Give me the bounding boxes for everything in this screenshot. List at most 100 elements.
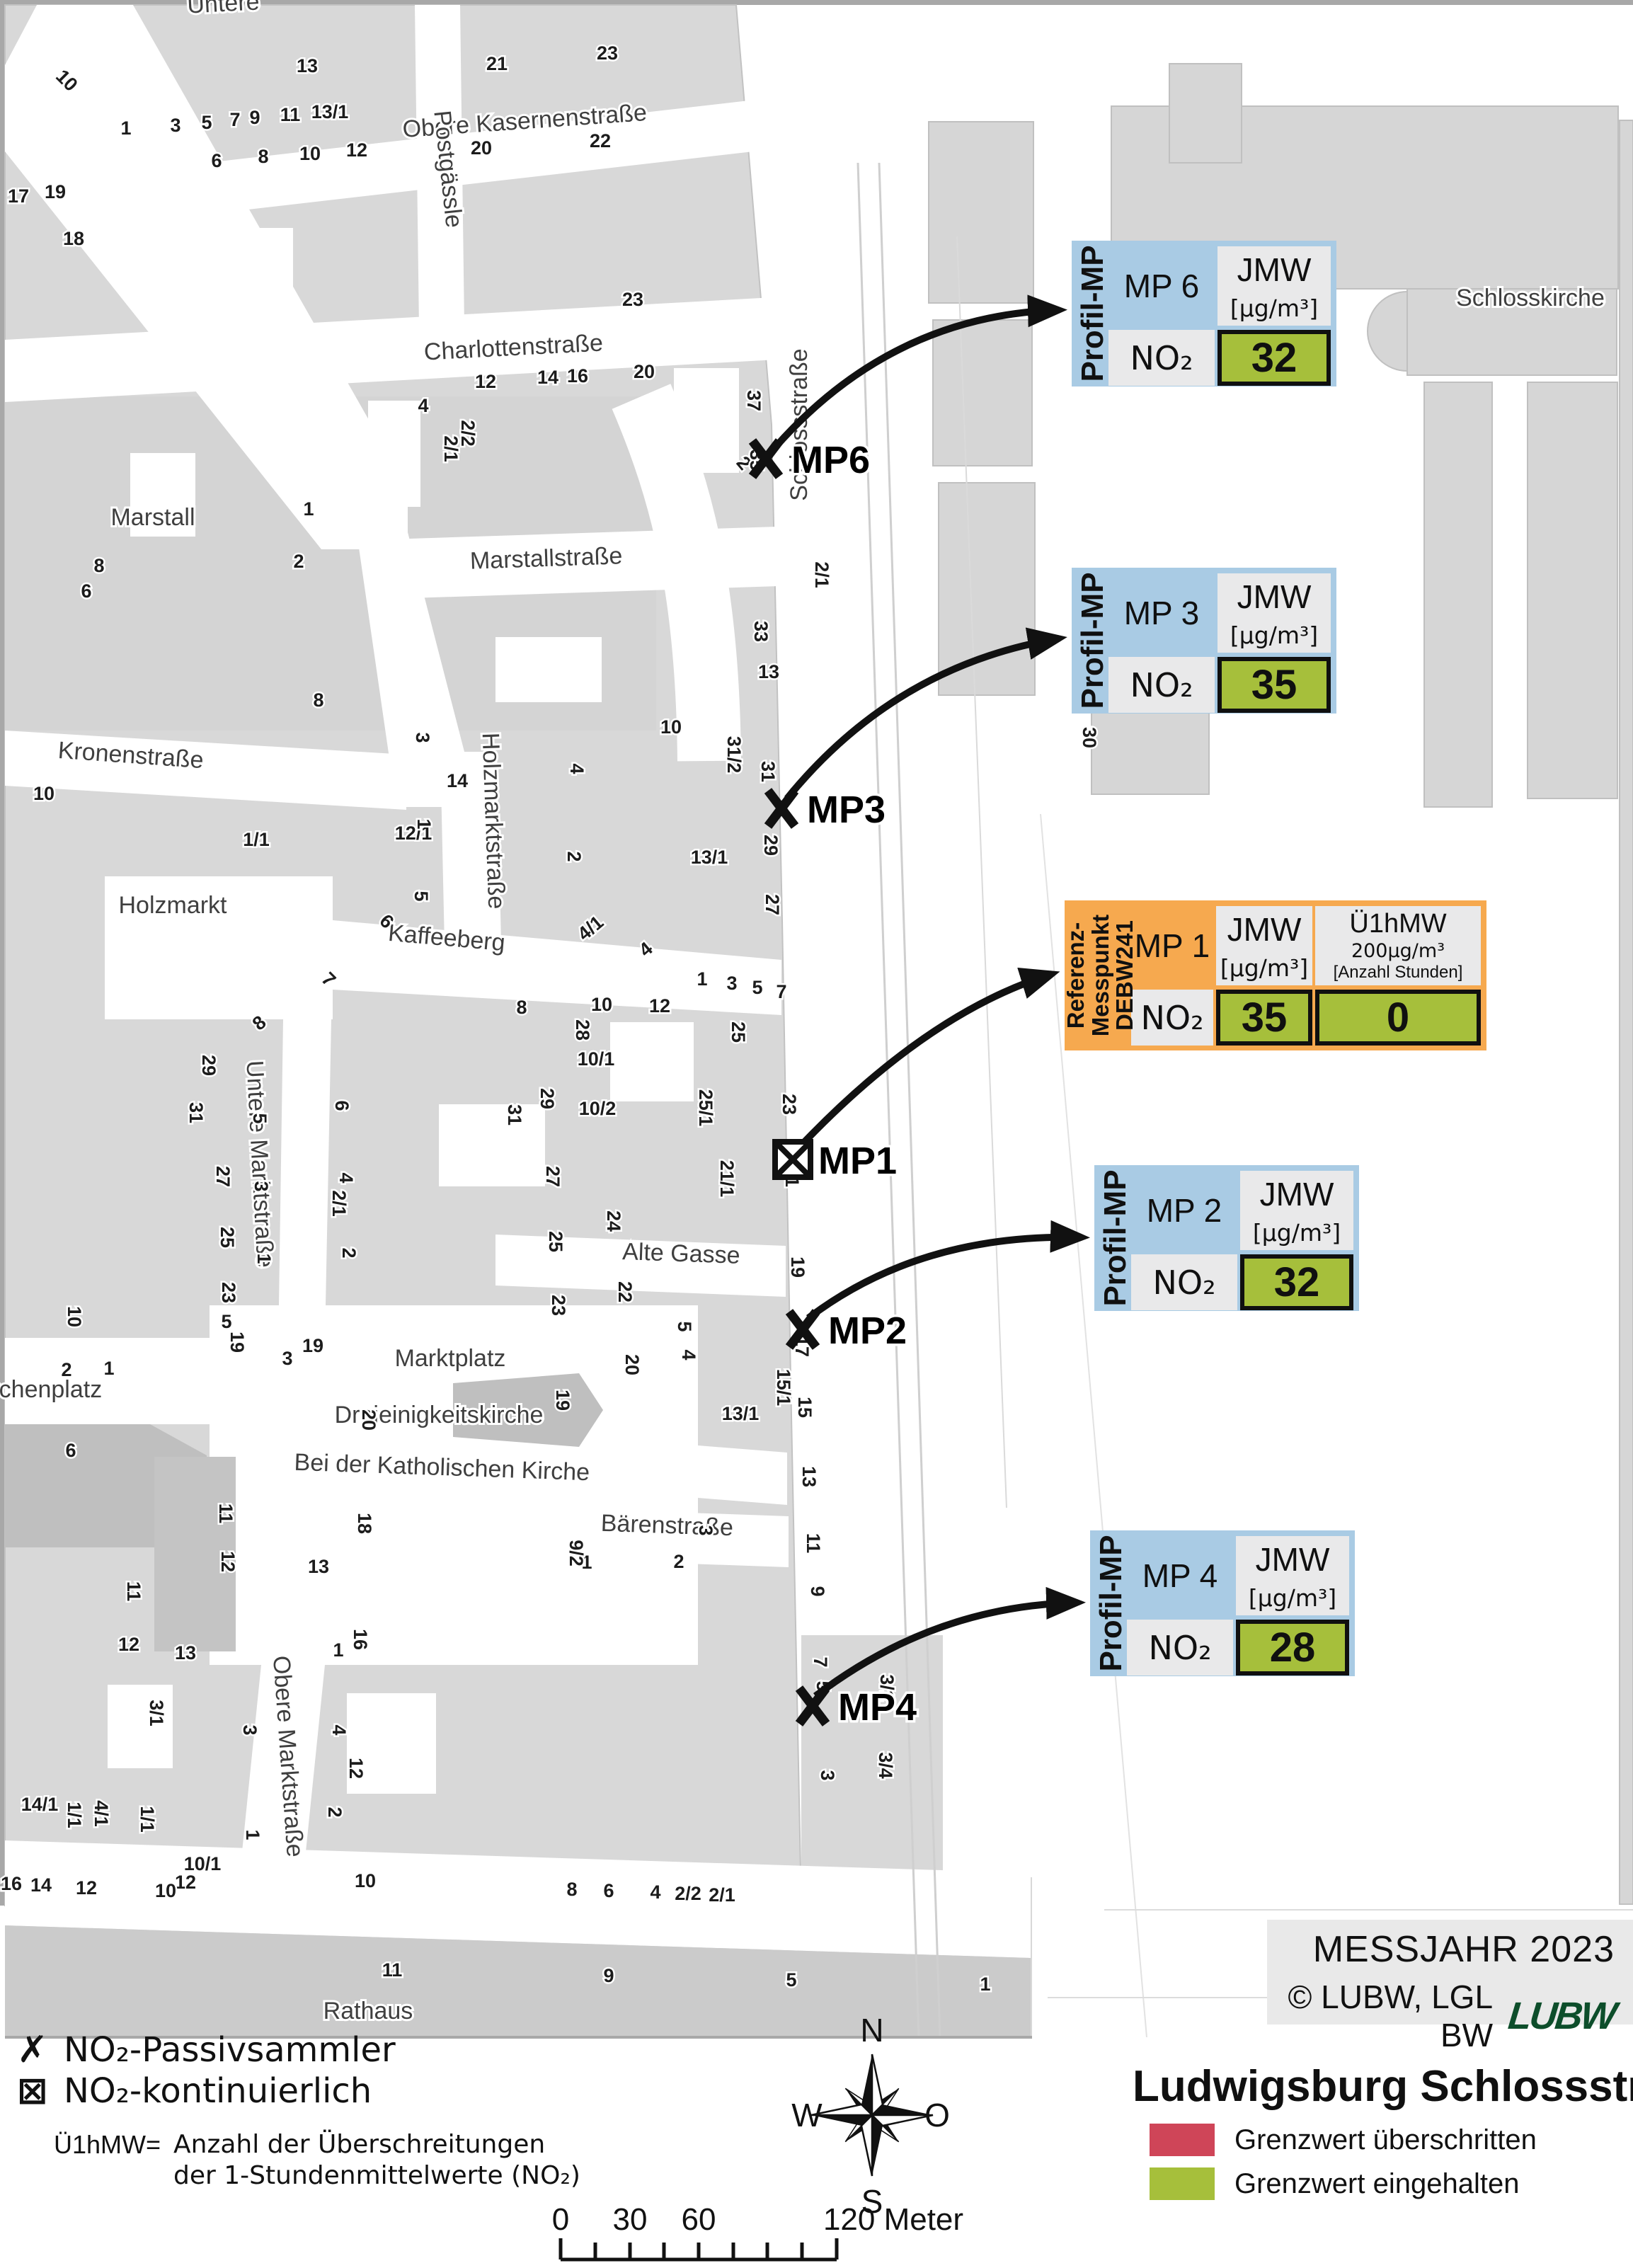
u1hmw-line1: Anzahl der Überschreitungen bbox=[173, 2130, 546, 2159]
house-number: 31 bbox=[185, 1102, 207, 1123]
house-number: 14/1 bbox=[21, 1794, 59, 1815]
house-number: 15/1 bbox=[773, 1369, 794, 1407]
no2-passivsammler-icon bbox=[764, 788, 799, 829]
infobox-mp6-header: Profil-MP bbox=[1075, 245, 1110, 382]
no2-passivsammler-icon bbox=[785, 1309, 820, 1350]
value-cell: 32 bbox=[1217, 330, 1331, 386]
house-number: 28 bbox=[572, 1019, 593, 1041]
house-number: 19 bbox=[45, 181, 66, 202]
house-number: 8 bbox=[566, 1879, 577, 1900]
house-number: 23 bbox=[622, 289, 643, 310]
street-label: Schlosskirche bbox=[1456, 285, 1605, 311]
infobox-mp3-band: Profil-MP bbox=[1075, 572, 1110, 709]
house-number: 25 bbox=[728, 1021, 749, 1043]
house-number: 3 bbox=[817, 1770, 838, 1780]
house-number: 2 bbox=[563, 851, 585, 861]
marker-mp6: MP6 bbox=[748, 437, 873, 484]
house-number: 27 bbox=[762, 894, 783, 915]
house-number: 2/1 bbox=[328, 1190, 350, 1217]
metric-header: JMW [µg/m³] bbox=[1216, 906, 1312, 985]
grenzwert-eingehalten-label: Grenzwert eingehalten bbox=[1234, 2167, 1520, 2199]
marker-mp1: MP1 bbox=[772, 1138, 900, 1185]
green-swatch bbox=[1150, 2167, 1215, 2200]
house-number: 8 bbox=[313, 689, 323, 711]
house-number: 12 bbox=[118, 1634, 139, 1655]
house-number: 8 bbox=[258, 146, 268, 167]
value-cell: 28 bbox=[1236, 1620, 1349, 1676]
streets bbox=[5, 5, 1031, 1958]
house-number: 13 bbox=[308, 1556, 329, 1577]
marker-mp2: MP2 bbox=[785, 1307, 910, 1355]
road-lines bbox=[5, 162, 1633, 2039]
passivsammler-icon: ✗ bbox=[17, 2029, 48, 2071]
house-number: 23 bbox=[218, 1282, 239, 1303]
house-number: 4 bbox=[678, 1349, 699, 1360]
house-number: 13/1 bbox=[691, 847, 728, 868]
arrow-mp6 bbox=[772, 294, 1067, 450]
infobox-mp4-header: Profil-MP bbox=[1094, 1535, 1128, 1672]
house-number: 19 bbox=[227, 1331, 248, 1353]
scale-bar bbox=[558, 2238, 839, 2262]
house-number: 21/1 bbox=[716, 1160, 738, 1198]
house-number: 22 bbox=[614, 1281, 636, 1302]
point-label: MP 2 bbox=[1146, 1192, 1222, 1229]
house-number: 10/1 bbox=[578, 1048, 615, 1070]
point-label: MP 4 bbox=[1142, 1557, 1218, 1594]
house-number: 3 bbox=[695, 1525, 716, 1535]
arrow-mp3 bbox=[784, 627, 1067, 801]
house-number: 7 bbox=[229, 109, 240, 130]
house-number: 10 bbox=[155, 1880, 176, 1901]
house-number: 3/1 bbox=[146, 1700, 167, 1726]
house-number: 11 bbox=[215, 1504, 236, 1524]
house-number: 23 bbox=[548, 1295, 569, 1316]
house-number: 13/1 bbox=[311, 101, 349, 122]
house-number: 14 bbox=[30, 1874, 52, 1896]
value-cell: 32 bbox=[1240, 1254, 1353, 1310]
copyright-label: © LUBW, LGL BW bbox=[1288, 1978, 1494, 2054]
house-number: 37 bbox=[743, 390, 764, 411]
compass-w: W bbox=[791, 2097, 823, 2134]
house-number: 2/2 bbox=[457, 420, 479, 447]
arrow-mp2 bbox=[806, 1220, 1090, 1321]
value2-cell: 0 bbox=[1315, 990, 1481, 1046]
house-number: 19 bbox=[787, 1256, 808, 1278]
house-number: 14 bbox=[537, 367, 558, 388]
legend-kontinuierlich: ⊠ NO₂-kontinuierlich bbox=[17, 2070, 372, 2112]
house-number: 10/2 bbox=[579, 1098, 617, 1119]
grenzwert-ueberschritten-label: Grenzwert überschritten bbox=[1234, 2124, 1537, 2155]
house-number: 2/1 bbox=[440, 435, 462, 462]
house-number: 11 bbox=[803, 1533, 824, 1554]
legend-u1hmw: Ü1hMW= Anzahl der Überschreitungen der 1… bbox=[54, 2129, 580, 2192]
house-number: 2/1 bbox=[709, 1884, 735, 1906]
u1hmw-line2: der 1-Stundenmittelwerte (NO₂) bbox=[173, 2161, 580, 2190]
house-number: 22 bbox=[590, 130, 611, 151]
house-number: 5 bbox=[221, 1311, 231, 1332]
house-number: 25 bbox=[545, 1231, 566, 1252]
metric-header: JMW [µg/m³] bbox=[1236, 1536, 1349, 1615]
house-number: 4 bbox=[328, 1724, 350, 1735]
house-number: 25 bbox=[217, 1227, 238, 1248]
infobox-mp3-header: Profil-MP bbox=[1075, 572, 1110, 709]
house-number: 12 bbox=[345, 1758, 367, 1779]
house-number: 2 bbox=[61, 1359, 71, 1380]
house-number: 12/1 bbox=[395, 823, 432, 844]
house-number: 27 bbox=[542, 1166, 563, 1187]
house-number: 9/2 bbox=[566, 1540, 587, 1567]
infobox-mp2: Profil-MP MP 2 JMW [µg/m³] NO₂ 32 bbox=[1094, 1165, 1359, 1311]
house-number: 3 bbox=[239, 1724, 260, 1735]
house-number: 2 bbox=[338, 1247, 360, 1258]
passivsammler-label: NO₂-Passivsammler bbox=[64, 2030, 396, 2070]
house-number: 29 bbox=[760, 835, 781, 856]
house-number: 29 bbox=[537, 1088, 558, 1109]
house-number: 3 bbox=[412, 732, 433, 743]
house-number: 13/1 bbox=[722, 1403, 760, 1424]
house-number: 1 bbox=[980, 1974, 990, 1995]
marker-mp3: MP3 bbox=[764, 786, 888, 834]
public-buildings bbox=[5, 1373, 1031, 2037]
house-number: 1 bbox=[697, 968, 707, 990]
house-number: 30 bbox=[1079, 727, 1100, 748]
house-number: 6 bbox=[603, 1880, 614, 1901]
legend-grenzwert-ueberschritten: Grenzwert überschritten bbox=[1150, 2124, 1537, 2156]
value-cell: 35 bbox=[1216, 990, 1312, 1046]
